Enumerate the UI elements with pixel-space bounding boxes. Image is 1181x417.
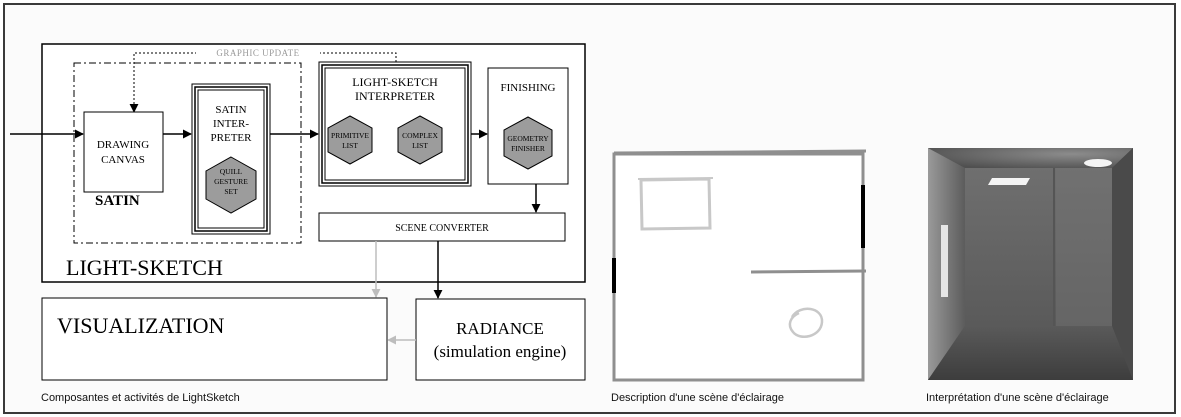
satin-label: SATIN bbox=[95, 193, 140, 209]
quill-gesture-set-hexagon: QUILL GESTURE SET bbox=[205, 156, 257, 214]
render-round-light bbox=[1084, 159, 1112, 167]
sketch-light-circle bbox=[788, 307, 824, 338]
caption-scene-description: Description d'une scène d'éclairage bbox=[611, 392, 784, 404]
radiance-line2: (simulation engine) bbox=[434, 342, 567, 361]
drawing-canvas-line2: CANVAS bbox=[101, 154, 145, 166]
primitive-line1: PRIMITIVE bbox=[331, 131, 369, 140]
render-ceiling-light bbox=[988, 178, 1030, 185]
geometry-line2: FINISHER bbox=[511, 144, 545, 153]
lsi-line1: LIGHT-SKETCH bbox=[352, 75, 438, 89]
visualization-box: VISUALIZATION bbox=[41, 297, 388, 381]
radiance-line1: RADIANCE bbox=[456, 319, 544, 338]
geometry-finisher-hexagon: GEOMETRY FINISHER bbox=[503, 116, 553, 170]
primitive-line2: LIST bbox=[342, 141, 358, 150]
lsi-line2: INTERPRETER bbox=[355, 89, 435, 103]
sketch-partition bbox=[750, 269, 867, 274]
satin-interpreter-line1: SATIN bbox=[215, 104, 246, 116]
complex-line2: LIST bbox=[412, 141, 428, 150]
caption-lightsketch: Composantes et activités de LightSketch bbox=[41, 392, 240, 404]
drawing-canvas-box: DRAWING CANVAS bbox=[83, 111, 164, 193]
satin-interpreter-line2: INTER- bbox=[213, 118, 249, 130]
lightsketch-label: LIGHT-SKETCH bbox=[66, 255, 223, 280]
complex-list-hexagon: COMPLEX LIST bbox=[397, 115, 443, 165]
quill-line2: GESTURE bbox=[214, 177, 248, 186]
graphic-update-path: GRAPHIC UPDATE bbox=[129, 46, 397, 113]
scene-sketch bbox=[612, 149, 867, 382]
quill-line1: QUILL bbox=[220, 167, 243, 176]
satin-interpreter-line3: PRETER bbox=[211, 132, 253, 144]
caption-scene-interpretation: Interprétation d'une scène d'éclairage bbox=[926, 392, 1109, 404]
primitive-list-hexagon: PRIMITIVE LIST bbox=[327, 115, 373, 165]
satin-region: SATIN bbox=[73, 62, 302, 244]
drawing-canvas-line1: DRAWING bbox=[97, 139, 149, 151]
rendered-room bbox=[928, 148, 1133, 380]
scene-converter-box: SCENE CONVERTER bbox=[318, 212, 566, 242]
quill-line3: SET bbox=[224, 187, 238, 196]
complex-line1: COMPLEX bbox=[402, 131, 438, 140]
graphic-update-label: GRAPHIC UPDATE bbox=[216, 48, 299, 58]
scene-converter-label: SCENE CONVERTER bbox=[395, 223, 489, 234]
render-window bbox=[941, 225, 948, 297]
geometry-line1: GEOMETRY bbox=[507, 134, 549, 143]
radiance-box: RADIANCE (simulation engine) bbox=[415, 298, 586, 381]
finishing-label: FINISHING bbox=[501, 82, 556, 94]
visualization-label: VISUALIZATION bbox=[57, 313, 225, 338]
